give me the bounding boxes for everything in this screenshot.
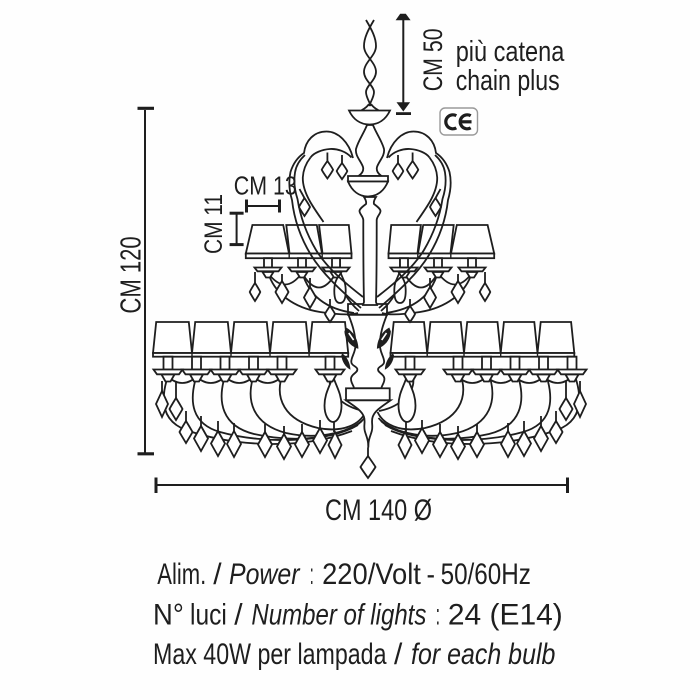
svg-text:CM 140 Ø: CM 140 Ø <box>325 494 432 527</box>
svg-text:Power: Power <box>229 558 300 591</box>
svg-text:220/Volt: 220/Volt <box>322 558 421 591</box>
svg-text:CM 120: CM 120 <box>116 236 148 313</box>
svg-text:/: / <box>234 598 243 631</box>
svg-text::: : <box>310 558 314 591</box>
svg-text:/: / <box>394 638 403 671</box>
svg-text:CM 50: CM 50 <box>418 28 448 91</box>
svg-text:/: / <box>213 558 222 591</box>
svg-text:50/60Hz: 50/60Hz <box>441 558 531 591</box>
svg-text:-: - <box>427 558 436 591</box>
svg-text:Alim.: Alim. <box>157 558 206 591</box>
svg-text:for each bulb: for each bulb <box>411 638 555 671</box>
svg-text:Number of lights: Number of lights <box>251 598 426 631</box>
svg-text:luci: luci <box>190 598 227 631</box>
svg-text:24 (E14): 24 (E14) <box>448 598 563 631</box>
svg-text:CM 11: CM 11 <box>200 194 228 254</box>
svg-text::: : <box>436 598 440 631</box>
svg-text:chain plus: chain plus <box>456 65 560 97</box>
svg-text:Max 40W per lampada: Max 40W per lampada <box>153 638 387 671</box>
svg-text:CM 13: CM 13 <box>234 170 297 200</box>
svg-text:più catena: più catena <box>456 36 565 68</box>
svg-text:N°: N° <box>153 598 184 631</box>
